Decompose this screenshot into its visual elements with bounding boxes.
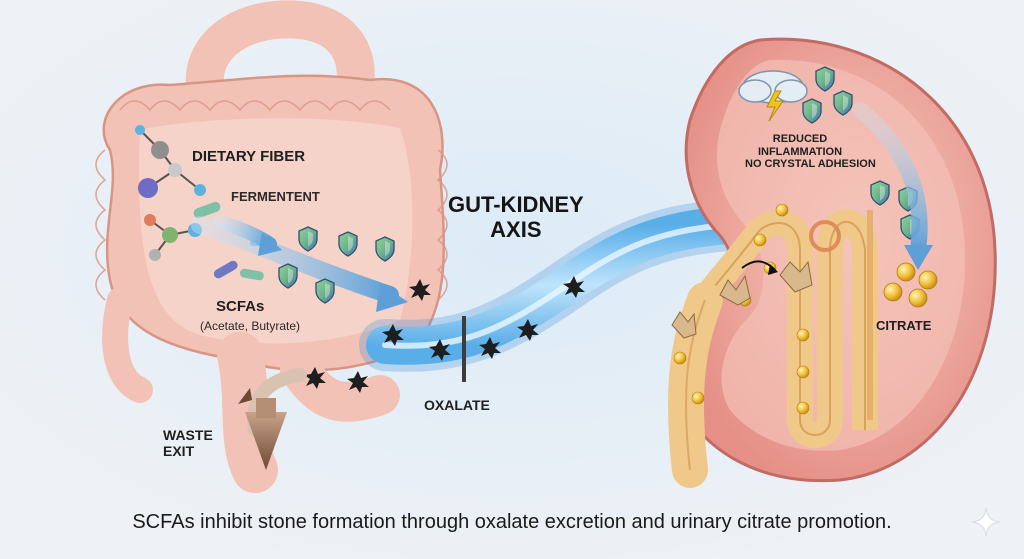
citrate-ball-icon [918,270,938,290]
citrate-ball-icon [673,351,687,365]
waste-arrow-shaft [256,398,276,418]
label-waste-exit: WASTE EXIT [163,427,213,459]
label-scfas: SCFAs [216,298,265,315]
label-citrate: CITRATE [876,318,932,333]
citrate-ball-icon [775,203,789,217]
arrow-icon [768,264,778,275]
citrate-ball-icon [753,233,767,247]
lightning-cloud-icon [738,70,808,122]
label-gut-kidney-axis: GUT-KIDNEY AXIS [448,192,584,243]
label-oxalate: OXALATE [424,397,490,413]
citrate-ball-icon [796,328,810,342]
oxalate-filter-marker [462,316,466,382]
label-reduced-line1: REDUCED [772,133,828,145]
kidney-tubule-edge [694,220,866,436]
label-axis-line1: GUT-KIDNEY [448,192,584,217]
kidney-arrow [852,102,928,258]
glomerulus [809,220,841,252]
citrate-ball-icon [883,282,903,302]
stone-crystal [779,260,813,293]
arrow-icon [238,388,252,404]
stone-crystal [719,274,751,306]
stone-crystal [671,311,697,339]
label-axis-line2: AXIS [490,217,542,243]
kidney-stones [671,260,813,339]
citrate-ball-icon [908,288,928,308]
arrow-icon [376,283,408,312]
arrow-icon [258,232,282,256]
label-scfas-detail: (Acetate, Butyrate) [200,319,301,333]
molecule-icon [135,125,206,261]
descending-colon [102,287,153,403]
citrate-ball-icon [796,365,810,379]
waste-arrow [245,412,287,470]
sparkle-icon [971,507,1001,537]
label-reduced-inflammation: REDUCED INFLAMMATION NO CRYSTAL ADHESION [745,133,876,171]
label-waste-line1: WASTE [163,427,213,443]
vessel-highlight [382,222,733,349]
arrow-icon [904,245,933,270]
label-reduced-line2: INFLAMMATION [757,145,843,158]
sigmoid-colon [280,350,400,422]
fermentation-arrow [191,216,399,304]
ureter-edge [684,299,706,471]
label-fermentent: FERMENTENT [231,189,320,204]
label-dietary-fiber: DIETARY FIBER [192,148,306,165]
citrate-ball-icon [691,391,705,405]
label-waste-line2: EXIT [163,443,195,460]
upper-intestine-tube [185,0,375,107]
kidney [667,37,997,488]
label-reduced-line3: NO CRYSTAL ADHESION [745,158,876,171]
diagram-caption: SCFAs inhibit stone formation through ox… [132,511,892,533]
citrate-ball-icon [796,401,810,415]
rectum [217,332,278,493]
citrate-ball-icon [896,262,916,282]
